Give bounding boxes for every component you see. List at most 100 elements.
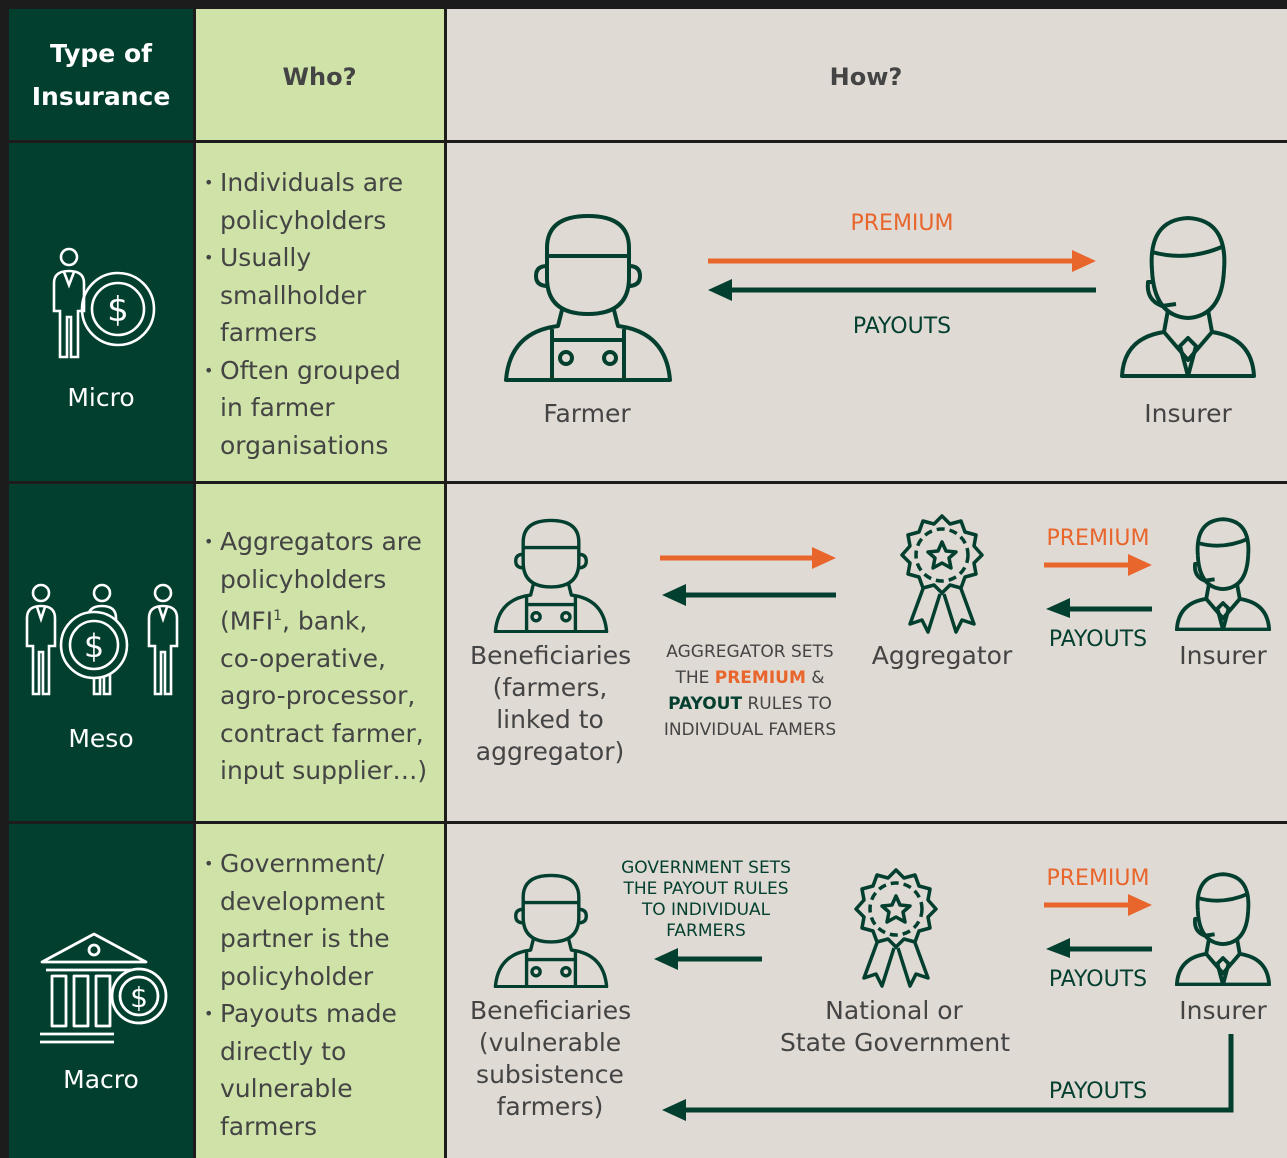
aggregator-note: AGGREGATOR SETS THE PREMIUM & PAYOUT RUL… [650, 639, 850, 743]
note-premium: PREMIUM [714, 668, 806, 688]
payouts-label-macro: PAYOUTS [1048, 967, 1148, 992]
beneficiaries-line: aggregator) [475, 737, 625, 766]
grid-v2 [444, 0, 447, 1158]
beneficiaries-line: subsistence [476, 1060, 624, 1089]
premium-label-macro: PREMIUM [1046, 866, 1150, 891]
note-line: GOVERNMENT SETS [621, 858, 791, 878]
list-item-cont: contract farmer, [220, 718, 424, 748]
header-type-line2: Insurance [31, 81, 171, 111]
list-item-cont: policyholders [220, 205, 387, 235]
list-item-cont: development [220, 886, 385, 916]
note-amp: & [805, 668, 825, 688]
note-line: AGGREGATOR SETS [666, 642, 834, 662]
mfi-text: (MFI [220, 606, 274, 636]
payouts-label-direct: PAYOUTS [1048, 1079, 1148, 1104]
list-item-cont: farmers [220, 318, 317, 347]
beneficiaries-macro: Beneficiaries (vulnerable subsistence fa… [470, 995, 632, 1123]
note-payout: PAYOUT [668, 694, 743, 714]
header-type-line1: Type of [50, 38, 152, 68]
beneficiary-farmer-icon [493, 873, 609, 988]
list-item: Government/ [204, 845, 397, 883]
grid-left [0, 0, 9, 1158]
bank-text: , bank, [282, 606, 368, 636]
arrows-macro-right [1044, 894, 1152, 958]
row-label-meso: Meso [68, 724, 134, 753]
note-line: THE PREMIUM & [650, 665, 850, 691]
list-item-cont: farmers [220, 1111, 317, 1141]
premium-arrow-icon [812, 547, 836, 569]
list-item-cont: policyholder [220, 961, 374, 991]
svg-text:$: $ [130, 981, 148, 1014]
grid-h2 [0, 481, 1287, 484]
government-rosette-icon [854, 868, 938, 988]
row-label-micro: Micro [67, 383, 135, 412]
list-item-cont: (MFI1, bank, [220, 598, 427, 640]
grid-h3 [0, 821, 1287, 824]
list-item: Aggregators are [204, 523, 427, 561]
government-line: National or [825, 996, 963, 1025]
premium-label-meso: PREMIUM [1046, 526, 1150, 551]
beneficiaries-line: farmers) [496, 1092, 604, 1121]
list-item-cont: policyholders [220, 564, 387, 594]
header-type: Type of Insurance [8, 8, 194, 141]
note-line: FARMERS [666, 921, 746, 941]
insurer-icon [1120, 216, 1256, 378]
insurer-label-macro: Insurer [1179, 996, 1267, 1025]
aggregator-label: Aggregator [871, 641, 1013, 670]
note-line: PAYOUT RULES TO [650, 691, 850, 717]
who-list-macro: Government/ development partner is the p… [204, 845, 397, 1145]
list-item: Individuals are [204, 164, 403, 202]
payouts-label-micro: PAYOUTS [852, 314, 952, 339]
svg-text:$: $ [84, 627, 104, 665]
who-list-micro: Individuals are policyholders Usually sm… [204, 164, 403, 464]
list-item-cont: vulnerable [220, 1074, 353, 1103]
type-column [8, 8, 194, 1158]
arrows-meso-right [1044, 554, 1152, 618]
premium-label-micro: PREMIUM [850, 211, 954, 236]
premium-arrow-icon [1072, 250, 1096, 272]
beneficiary-farmer-icon [493, 518, 609, 633]
list-item-cont: organisations [220, 430, 389, 460]
direct-payout-arrow-icon [662, 1034, 1234, 1121]
group-coin-icon: $ [25, 583, 179, 696]
grid-top [0, 0, 1287, 9]
beneficiaries-line: Beneficiaries [470, 996, 632, 1025]
list-item: Often grouped [204, 352, 403, 390]
who-list-meso: Aggregators are policyholders (MFI1, ban… [204, 523, 428, 790]
note-line: INDIVIDUAL FAMERS [663, 720, 837, 740]
payout-arrow-icon [708, 279, 732, 301]
footnote-marker: 1 [273, 608, 282, 624]
list-item: Payouts made [204, 995, 397, 1033]
how-column [445, 8, 1287, 1158]
grid-v1 [193, 0, 196, 1158]
note-line: THE PAYOUT RULES [623, 879, 789, 899]
list-item-cont: co-operative, [220, 643, 387, 673]
arrows-micro [708, 250, 1096, 301]
grid-h1 [0, 140, 1287, 143]
list-item-cont: input supplier…) [220, 756, 428, 786]
row-label-macro: Macro [63, 1065, 139, 1094]
list-item-cont: smallholder [220, 280, 367, 310]
government-line: State Government [780, 1028, 1011, 1057]
payout-arrow-icon [662, 584, 686, 606]
svg-text:$: $ [107, 290, 129, 330]
header-who: Who? [282, 63, 357, 91]
beneficiaries-meso: Beneficiaries (farmers, linked to aggreg… [470, 640, 632, 768]
insurer-icon [1174, 872, 1272, 986]
premium-arrow-icon [1128, 894, 1152, 916]
list-item-cont: agro-processor, [220, 681, 416, 711]
beneficiaries-line: Beneficiaries [470, 641, 632, 670]
insurer-label-micro: Insurer [1144, 399, 1232, 428]
aggregator-rosette-icon [900, 514, 984, 634]
farmer-label: Farmer [543, 399, 631, 428]
insurer-icon [1174, 517, 1272, 631]
payouts-label-meso: PAYOUTS [1048, 627, 1148, 652]
beneficiaries-line: linked to [496, 705, 604, 734]
note-rules: RULES TO [742, 694, 832, 714]
bank-coin-icon: $ [40, 932, 168, 1044]
individual-coin-icon: $ [52, 247, 156, 359]
premium-arrow-icon [1128, 554, 1152, 576]
farmer-icon [504, 214, 672, 382]
payout-arrow-icon [1046, 938, 1070, 958]
list-item: Usually [204, 239, 403, 277]
